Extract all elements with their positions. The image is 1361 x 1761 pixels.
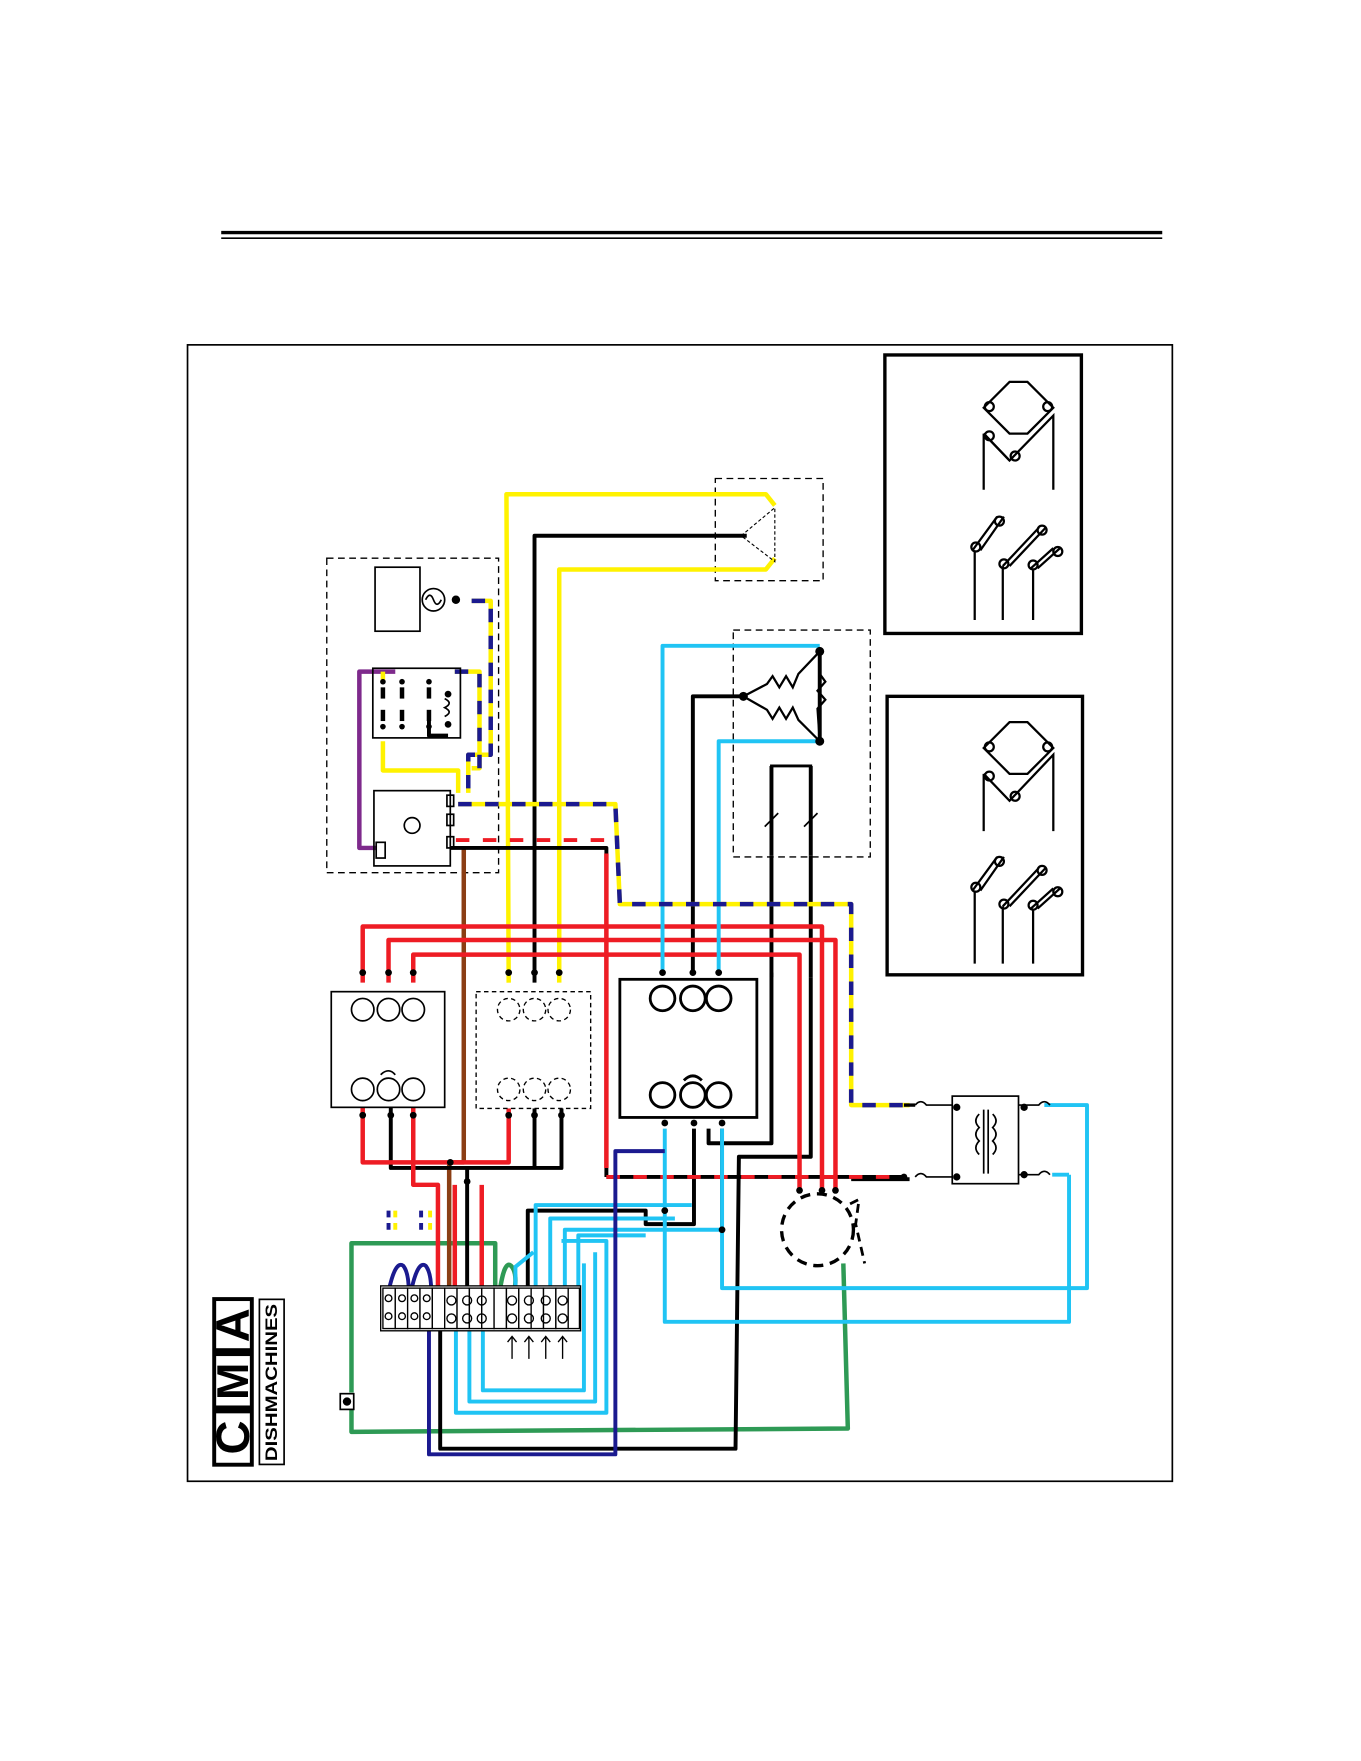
header-rule bbox=[221, 233, 1162, 239]
jumper-detail-top bbox=[885, 355, 1082, 633]
diagram-frame bbox=[188, 345, 1173, 1481]
motor-starter-box bbox=[327, 558, 499, 872]
motor-starter-switch bbox=[374, 791, 454, 866]
logo-letter-a: A bbox=[206, 1308, 259, 1342]
jumper-detail-bottom bbox=[887, 696, 1082, 974]
switch-icon bbox=[765, 766, 818, 854]
resistor-delta-icon bbox=[740, 648, 825, 745]
relay-icon bbox=[373, 668, 461, 738]
transformer-icon bbox=[915, 1096, 1050, 1184]
terminal-block-icon bbox=[381, 1286, 581, 1359]
green-wire bbox=[351, 1243, 847, 1432]
yellow-dash-leads bbox=[395, 1211, 430, 1236]
logo-subtitle: DISHMACHINES bbox=[262, 1304, 281, 1461]
contactor-3 bbox=[620, 979, 757, 1117]
logo-letter-m: M bbox=[207, 1363, 258, 1400]
motor-icon bbox=[782, 1194, 865, 1266]
logo-letter-c: C bbox=[206, 1420, 259, 1454]
cma-logo: A M C DISHMACHINES bbox=[206, 1297, 284, 1467]
contactor-1 bbox=[331, 992, 444, 1108]
purple-wire bbox=[359, 672, 395, 848]
ground-icon bbox=[340, 1394, 353, 1410]
contactor-2-dashed bbox=[476, 992, 591, 1109]
timer-unit bbox=[375, 567, 459, 631]
thermostat-switches-box bbox=[733, 630, 870, 857]
